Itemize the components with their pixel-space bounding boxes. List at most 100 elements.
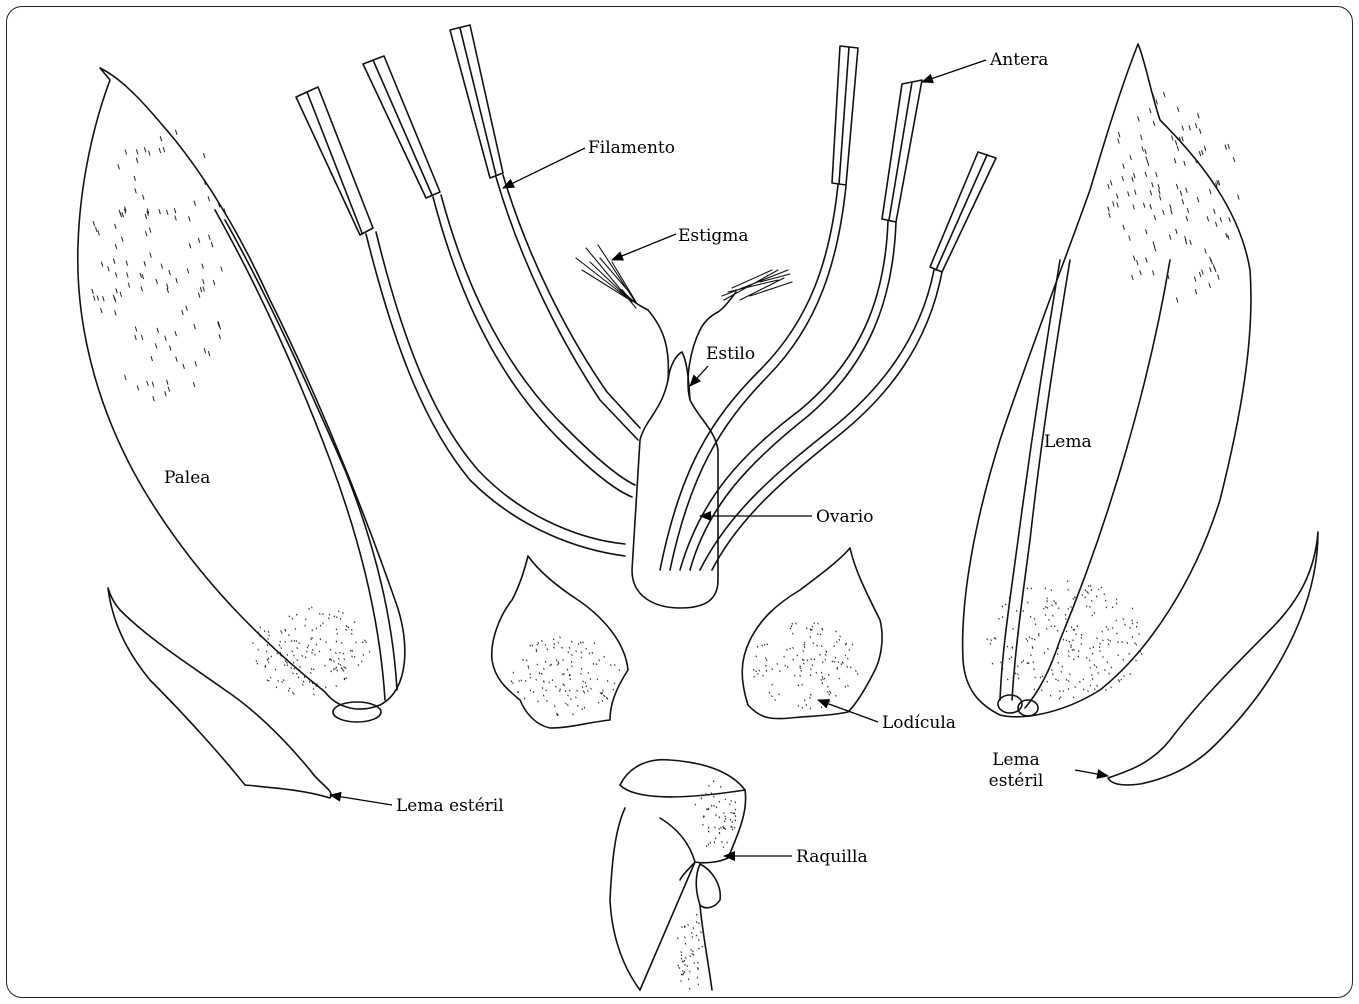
- texture-mark: [1009, 598, 1010, 600]
- texture-mark: [530, 690, 531, 692]
- texture-mark: [714, 842, 715, 844]
- texture-mark: [596, 663, 597, 665]
- texture-mark: [528, 665, 529, 667]
- texture-mark: [1132, 637, 1133, 639]
- texture-mark: [187, 268, 189, 273]
- texture-mark: [325, 687, 326, 689]
- texture-mark: [137, 385, 139, 390]
- texture-mark: [1142, 147, 1144, 152]
- texture-mark: [1086, 657, 1087, 659]
- texture-mark: [309, 681, 310, 683]
- texture-mark: [734, 827, 735, 829]
- texture-mark: [697, 967, 698, 969]
- texture-mark: [281, 647, 282, 649]
- texture-mark: [203, 153, 205, 158]
- texture-mark: [701, 797, 702, 799]
- texture-mark: [253, 642, 254, 644]
- texture-mark: [1083, 679, 1084, 681]
- texture-mark: [1135, 642, 1136, 644]
- texture-mark: [810, 694, 811, 696]
- texture-mark: [1233, 157, 1235, 162]
- texture-mark: [825, 703, 826, 705]
- texture-mark: [683, 961, 684, 963]
- texture-mark: [289, 634, 290, 636]
- texture-mark: [721, 827, 722, 829]
- texture-mark: [517, 692, 518, 694]
- texture-mark: [1105, 670, 1106, 672]
- texture-mark: [829, 694, 830, 696]
- texture-mark: [1100, 643, 1101, 645]
- texture-mark: [1135, 190, 1137, 195]
- texture-mark: [338, 611, 339, 613]
- texture-mark: [1050, 695, 1051, 697]
- texture-mark: [569, 647, 570, 649]
- texture-mark: [369, 651, 370, 653]
- texture-mark: [591, 688, 592, 690]
- texture-mark: [149, 228, 151, 233]
- texture-mark: [1153, 121, 1155, 126]
- texture-mark: [787, 649, 788, 651]
- texture-mark: [1092, 615, 1093, 617]
- texture-mark: [754, 676, 755, 678]
- texture-mark: [603, 695, 604, 697]
- texture-mark: [715, 827, 716, 829]
- texture-mark: [566, 703, 567, 705]
- texture-mark: [713, 781, 714, 783]
- texture-mark: [804, 642, 805, 644]
- texture-mark: [175, 216, 177, 221]
- texture-mark: [1122, 641, 1123, 643]
- texture-mark: [1029, 637, 1030, 639]
- texture-mark: [547, 700, 548, 702]
- texture-mark: [320, 638, 321, 640]
- texture-mark: [279, 645, 280, 647]
- texture-mark: [125, 150, 127, 155]
- texture-mark: [1049, 619, 1050, 621]
- texture-mark: [1122, 176, 1124, 181]
- texture-mark: [845, 644, 846, 646]
- texture-mark: [556, 686, 557, 688]
- texture-mark: [1136, 626, 1137, 628]
- texture-mark: [577, 705, 578, 707]
- texture-mark: [343, 670, 344, 672]
- texture-mark: [283, 680, 284, 682]
- texture-mark: [1164, 92, 1166, 97]
- texture-mark: [826, 651, 827, 653]
- texture-mark: [145, 214, 147, 219]
- texture-mark: [694, 962, 695, 964]
- texture-mark: [284, 664, 285, 666]
- texture-mark: [1156, 172, 1158, 177]
- texture-mark: [698, 939, 699, 941]
- texture-mark: [156, 279, 158, 284]
- texture-mark: [524, 698, 525, 700]
- texture-mark: [340, 652, 341, 654]
- texture-mark: [1071, 627, 1072, 629]
- texture-mark: [307, 651, 308, 653]
- texture-mark: [1229, 217, 1231, 222]
- texture-mark: [1159, 189, 1161, 194]
- texture-mark: [1012, 647, 1013, 649]
- lodicule-texture: [511, 622, 858, 715]
- texture-mark: [208, 351, 210, 356]
- texture-mark: [1038, 635, 1039, 637]
- texture-mark: [289, 688, 290, 690]
- texture-mark: [1078, 656, 1079, 658]
- texture-mark: [269, 680, 270, 682]
- texture-mark: [1130, 673, 1131, 675]
- texture-mark: [285, 660, 286, 662]
- texture-mark: [830, 691, 831, 693]
- lodicules: [492, 548, 882, 728]
- texture-mark: [351, 629, 352, 631]
- texture-mark: [569, 690, 570, 692]
- texture-mark: [1226, 233, 1228, 238]
- texture-mark: [312, 630, 313, 632]
- label-lema-esteril-right-line1: Lema: [984, 750, 1048, 771]
- texture-mark: [1118, 641, 1119, 643]
- texture-mark: [1124, 675, 1125, 677]
- texture-mark: [103, 296, 105, 301]
- texture-mark: [571, 698, 572, 700]
- texture-mark: [310, 672, 311, 674]
- texture-mark: [572, 654, 573, 656]
- texture-mark: [1068, 651, 1069, 653]
- texture-mark: [256, 660, 257, 662]
- texture-mark: [698, 962, 699, 964]
